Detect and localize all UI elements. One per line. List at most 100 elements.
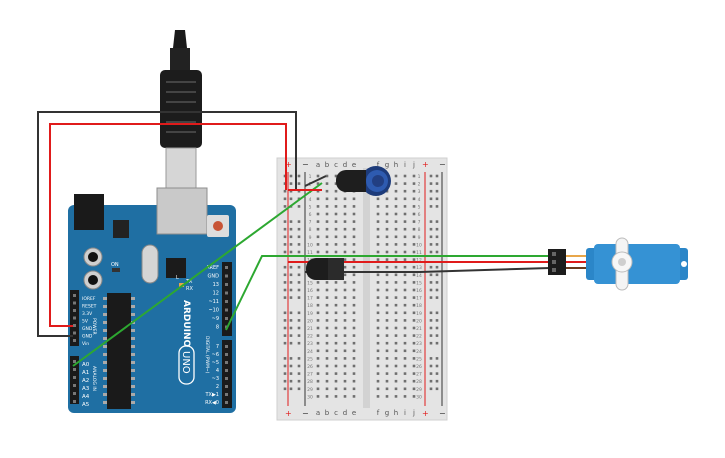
rail-hole[interactable] — [283, 341, 287, 345]
header-pin-hole[interactable] — [225, 300, 228, 303]
breadboard-hole[interactable] — [385, 250, 389, 254]
breadboard-hole[interactable] — [394, 311, 398, 315]
breadboard-hole[interactable] — [403, 349, 407, 353]
breadboard-hole[interactable] — [385, 334, 389, 337]
rail-hole[interactable] — [429, 265, 433, 269]
rail-hole[interactable] — [289, 227, 293, 231]
breadboard-hole[interactable] — [325, 227, 329, 231]
breadboard-hole[interactable] — [343, 220, 347, 223]
breadboard-hole[interactable] — [376, 220, 380, 223]
breadboard-hole[interactable] — [412, 258, 416, 261]
breadboard-hole[interactable] — [325, 357, 329, 360]
breadboard-hole[interactable] — [343, 319, 347, 322]
rail-hole[interactable] — [297, 265, 301, 269]
breadboard-hole[interactable] — [316, 395, 320, 398]
header-pin-hole[interactable] — [225, 317, 228, 320]
rail-hole[interactable] — [297, 182, 301, 185]
breadboard-hole[interactable] — [334, 319, 338, 322]
breadboard-hole[interactable] — [316, 379, 320, 383]
breadboard-hole[interactable] — [376, 357, 380, 360]
breadboard-hole[interactable] — [394, 372, 398, 375]
breadboard-hole[interactable] — [343, 395, 347, 398]
rail-hole[interactable] — [297, 319, 301, 322]
rail-hole[interactable] — [435, 281, 439, 284]
breadboard-hole[interactable] — [343, 379, 347, 383]
breadboard-hole[interactable] — [352, 220, 356, 223]
rail-hole[interactable] — [429, 235, 433, 239]
breadboard-hole[interactable] — [403, 357, 407, 360]
breadboard-hole[interactable] — [376, 227, 380, 231]
breadboard-hole[interactable] — [316, 364, 320, 368]
header-pin-hole[interactable] — [73, 400, 76, 403]
breadboard-hole[interactable] — [343, 303, 347, 307]
breadboard-hole[interactable] — [385, 235, 389, 239]
breadboard-hole[interactable] — [394, 303, 398, 307]
breadboard-hole[interactable] — [343, 387, 347, 391]
breadboard-hole[interactable] — [385, 212, 389, 216]
breadboard-hole[interactable] — [343, 281, 347, 284]
breadboard-hole[interactable] — [334, 349, 338, 353]
breadboard-hole[interactable] — [394, 395, 398, 398]
usb-cable[interactable] — [160, 30, 202, 189]
rail-hole[interactable] — [283, 243, 287, 246]
breadboard-hole[interactable] — [352, 281, 356, 284]
rail-hole[interactable] — [435, 182, 439, 185]
breadboard-hole[interactable] — [385, 197, 389, 201]
breadboard-hole[interactable] — [385, 326, 389, 330]
breadboard-hole[interactable] — [403, 364, 407, 368]
breadboard-hole[interactable] — [376, 395, 380, 398]
rail-hole[interactable] — [435, 319, 439, 322]
breadboard-hole[interactable] — [334, 212, 338, 216]
breadboard-hole[interactable] — [316, 311, 320, 315]
rail-hole[interactable] — [429, 341, 433, 345]
breadboard-hole[interactable] — [352, 243, 356, 246]
breadboard-hole[interactable] — [343, 250, 347, 254]
rail-hole[interactable] — [429, 334, 433, 337]
breadboard-hole[interactable] — [325, 220, 329, 223]
rail-hole[interactable] — [429, 296, 433, 299]
breadboard-hole[interactable] — [334, 311, 338, 315]
breadboard-hole[interactable] — [334, 220, 338, 223]
rail-hole[interactable] — [289, 364, 293, 368]
breadboard-hole[interactable] — [343, 334, 347, 337]
breadboard-hole[interactable] — [343, 243, 347, 246]
header-pin-hole[interactable] — [225, 291, 228, 295]
rail-hole[interactable] — [283, 379, 287, 383]
rail-hole[interactable] — [289, 281, 293, 284]
breadboard-hole[interactable] — [412, 372, 416, 375]
rail-hole[interactable] — [435, 273, 439, 277]
breadboard-hole[interactable] — [403, 372, 407, 375]
breadboard-hole[interactable] — [316, 303, 320, 307]
rail-hole[interactable] — [429, 379, 433, 383]
breadboard-hole[interactable] — [403, 379, 407, 383]
breadboard-hole[interactable] — [394, 288, 398, 292]
rail-hole[interactable] — [283, 281, 287, 284]
breadboard-hole[interactable] — [412, 303, 416, 307]
rail-hole[interactable] — [429, 197, 433, 201]
rail-hole[interactable] — [297, 189, 301, 193]
breadboard-hole[interactable] — [316, 182, 320, 185]
breadboard-hole[interactable] — [352, 311, 356, 315]
header-pin-hole[interactable] — [73, 301, 76, 305]
header-pin-hole[interactable] — [225, 353, 228, 356]
rail-hole[interactable] — [429, 288, 433, 292]
rail-hole[interactable] — [435, 205, 439, 208]
breadboard-hole[interactable] — [385, 349, 389, 353]
breadboard-hole[interactable] — [376, 197, 380, 201]
breadboard-hole[interactable] — [385, 357, 389, 360]
potentiometer[interactable] — [336, 166, 391, 196]
rail-hole[interactable] — [297, 357, 301, 360]
breadboard-hole[interactable] — [316, 220, 320, 223]
rail-hole[interactable] — [435, 296, 439, 299]
rail-hole[interactable] — [297, 205, 301, 208]
breadboard-hole[interactable] — [412, 174, 416, 178]
header-pin-hole[interactable] — [73, 331, 76, 335]
rail-hole[interactable] — [429, 311, 433, 315]
rail-hole[interactable] — [289, 357, 293, 360]
breadboard-hole[interactable] — [325, 205, 329, 208]
breadboard-hole[interactable] — [325, 326, 329, 330]
breadboard-hole[interactable] — [376, 326, 380, 330]
breadboard-hole[interactable] — [412, 250, 416, 254]
breadboard-hole[interactable] — [412, 341, 416, 345]
